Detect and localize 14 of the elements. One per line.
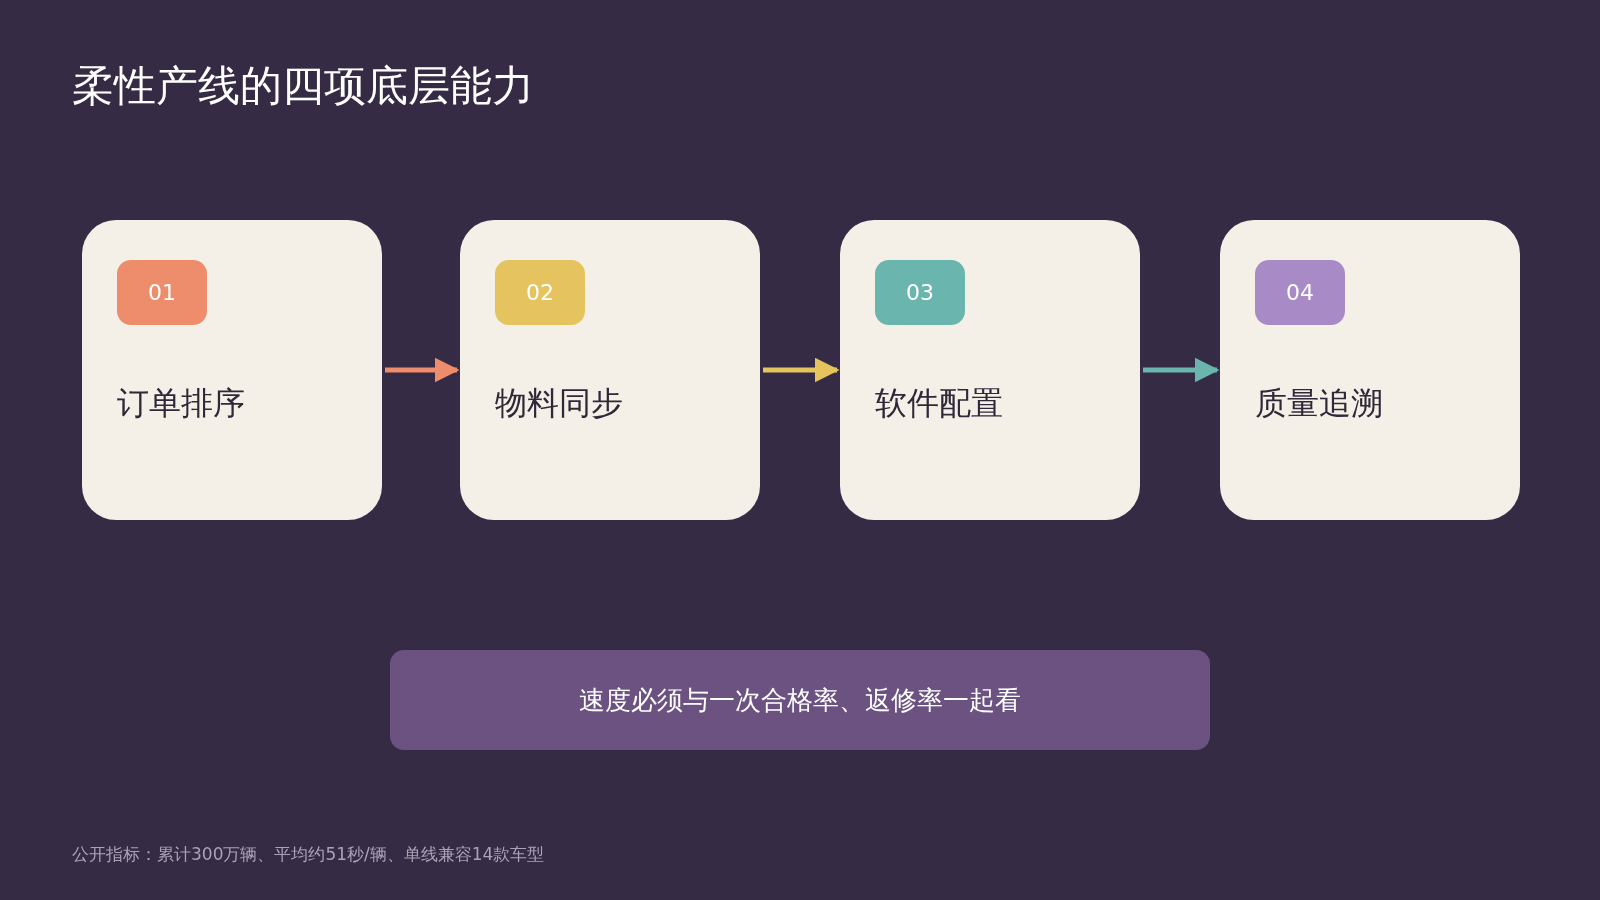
number-badge: 02 xyxy=(495,260,585,325)
step-title: 订单排序 xyxy=(117,383,245,424)
step-title: 质量追溯 xyxy=(1255,383,1383,424)
note-banner: 速度必须与一次合格率、返修率一起看 xyxy=(390,650,1210,750)
arrow xyxy=(763,357,840,383)
number-badge: 03 xyxy=(875,260,965,325)
number-badge: 01 xyxy=(117,260,207,325)
slide-title: 柔性产线的四项底层能力 xyxy=(72,60,534,112)
number-badge: 04 xyxy=(1255,260,1345,325)
footnote: 公开指标：累计300万辆、平均约51秒/辆、单线兼容14款车型 xyxy=(72,843,545,866)
arrow xyxy=(1143,357,1220,383)
step-title: 物料同步 xyxy=(495,383,623,424)
step-title: 软件配置 xyxy=(875,383,1003,424)
arrow xyxy=(385,357,460,383)
